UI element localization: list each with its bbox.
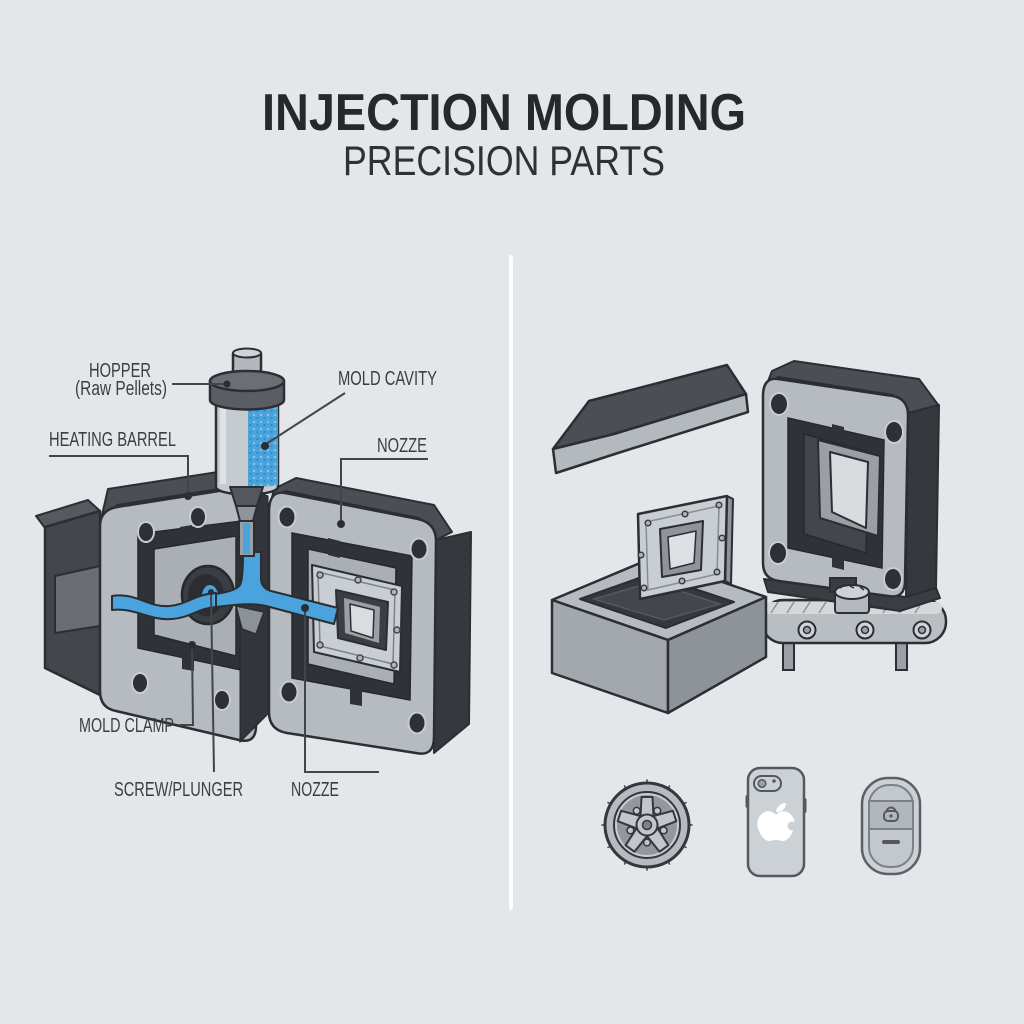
label-hopper-sub: (Raw Pellets) [75, 378, 167, 400]
label-nozzle-top: NOZZE [377, 435, 427, 457]
fob-button-bottom [882, 840, 900, 844]
products-illustration [550, 360, 948, 878]
machine-illustration: HOPPER (Raw Pellets) MOLD CAVITY HEATING… [35, 347, 472, 801]
belt-rollers [797, 620, 932, 640]
finished-mold-plate [761, 360, 941, 612]
label-screw-plunger: SCREW/PLUNGER [114, 779, 243, 801]
leader-mold-cavity [265, 392, 346, 445]
product-icons [601, 766, 922, 878]
thin-plate-screws [637, 501, 726, 592]
leader-heating-barrel [49, 455, 189, 493]
machine-labels: HOPPER (Raw Pellets) MOLD CAVITY HEATING… [49, 360, 437, 801]
leader-screw-plunger [210, 593, 215, 773]
runner-shadow [234, 605, 265, 635]
mold-base-tray [550, 556, 768, 715]
page-subtitle: PRECISION PARTS [343, 137, 665, 184]
leader-nozzle-bottom [304, 610, 379, 773]
nozzle-melt [243, 523, 250, 554]
hopper-assembly [208, 347, 286, 557]
apple-logo [757, 803, 797, 841]
wheel-lug-holes [626, 806, 668, 847]
fob-lock-glyph [883, 806, 899, 822]
thin-molded-plate [636, 494, 734, 601]
right-mold-plate [267, 477, 472, 755]
hopper-funnel [229, 486, 264, 507]
leader-nozzle-top [340, 458, 428, 521]
label-heating-barrel: HEATING BARREL [49, 429, 176, 451]
smartphone-icon [745, 766, 807, 878]
key-fob-icon [860, 776, 922, 876]
label-mold-cavity: MOLD CAVITY [338, 368, 437, 390]
panel-divider [509, 255, 513, 910]
label-mold-clamp: MOLD CLAMP [79, 715, 174, 737]
label-hopper: HOPPER [89, 360, 151, 382]
molded-slab [551, 363, 750, 475]
car-wheel-icon [601, 779, 693, 871]
molded-part-on-belt [834, 584, 870, 614]
page-title: INJECTION MOLDING [262, 84, 746, 142]
mold-clamp-block [35, 499, 102, 697]
label-nozzle-bottom: NOZZE [291, 779, 339, 801]
leader-mold-clamp [179, 647, 195, 726]
